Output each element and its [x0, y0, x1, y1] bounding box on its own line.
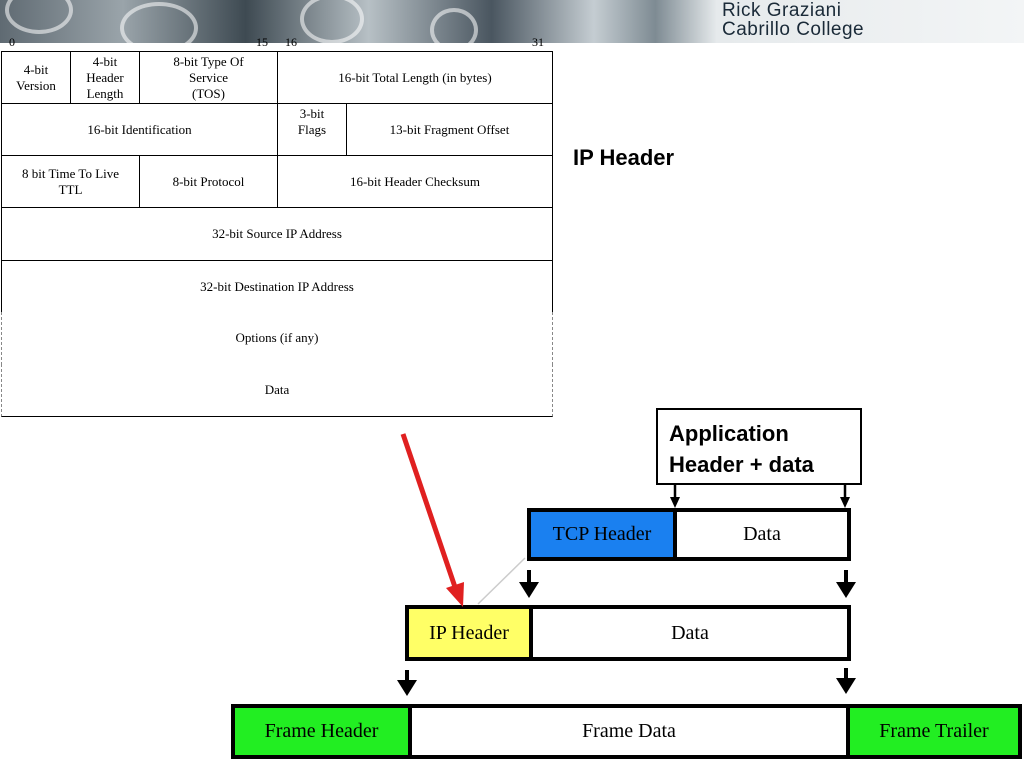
tcp-data-box: Data — [673, 508, 851, 561]
field-header-length: 4-bit Header Length — [70, 51, 140, 104]
down-arrow — [397, 670, 417, 696]
field-destination-address: 32-bit Destination IP Address — [1, 260, 553, 313]
pointer-arrow — [400, 433, 464, 607]
down-arrow — [836, 668, 856, 694]
down-arrow — [836, 570, 856, 598]
tcp-header-box: TCP Header — [527, 508, 677, 561]
bit-label-16: 16 — [285, 35, 297, 49]
ip-header-box: IP Header — [405, 605, 533, 661]
field-version: 4-bit Version — [1, 51, 71, 104]
field-protocol: 8-bit Protocol — [139, 155, 278, 208]
banner-decoration — [300, 0, 364, 43]
field-flags: 3-bit Flags — [277, 103, 347, 156]
bit-label-31: 31 — [532, 35, 544, 49]
application-box: Application Header + data — [656, 408, 862, 485]
bit-label-15: 15 — [256, 35, 268, 49]
frame-header-box: Frame Header — [231, 704, 412, 759]
down-arrow — [519, 570, 539, 598]
field-total-length: 16-bit Total Length (in bytes) — [277, 51, 553, 104]
field-options: Options (if any) — [1, 312, 553, 365]
down-arrow — [840, 485, 850, 508]
banner-decoration — [430, 8, 478, 43]
field-identification: 16-bit Identification — [1, 103, 278, 156]
header-banner: Rick Graziani Cabrillo College — [0, 0, 1024, 43]
bit-label-0: 0 — [9, 35, 15, 49]
field-tos: 8-bit Type Of Service (TOS) — [139, 51, 278, 104]
down-arrow — [670, 485, 680, 508]
ip-data-box: Data — [529, 605, 851, 661]
banner-title: Rick Graziani Cabrillo College — [722, 0, 865, 40]
frame-data-box: Frame Data — [408, 704, 850, 759]
frame-trailer-box: Frame Trailer — [846, 704, 1022, 759]
banner-decoration — [5, 0, 73, 34]
field-ttl: 8 bit Time To Live TTL — [1, 155, 140, 208]
field-source-address: 32-bit Source IP Address — [1, 207, 553, 261]
field-data: Data — [1, 364, 553, 417]
banner-decoration — [120, 2, 198, 43]
connector-line — [477, 557, 526, 605]
ip-header-title: IP Header — [573, 145, 675, 170]
field-checksum: 16-bit Header Checksum — [277, 155, 553, 208]
field-fragment-offset: 13-bit Fragment Offset — [346, 103, 553, 156]
